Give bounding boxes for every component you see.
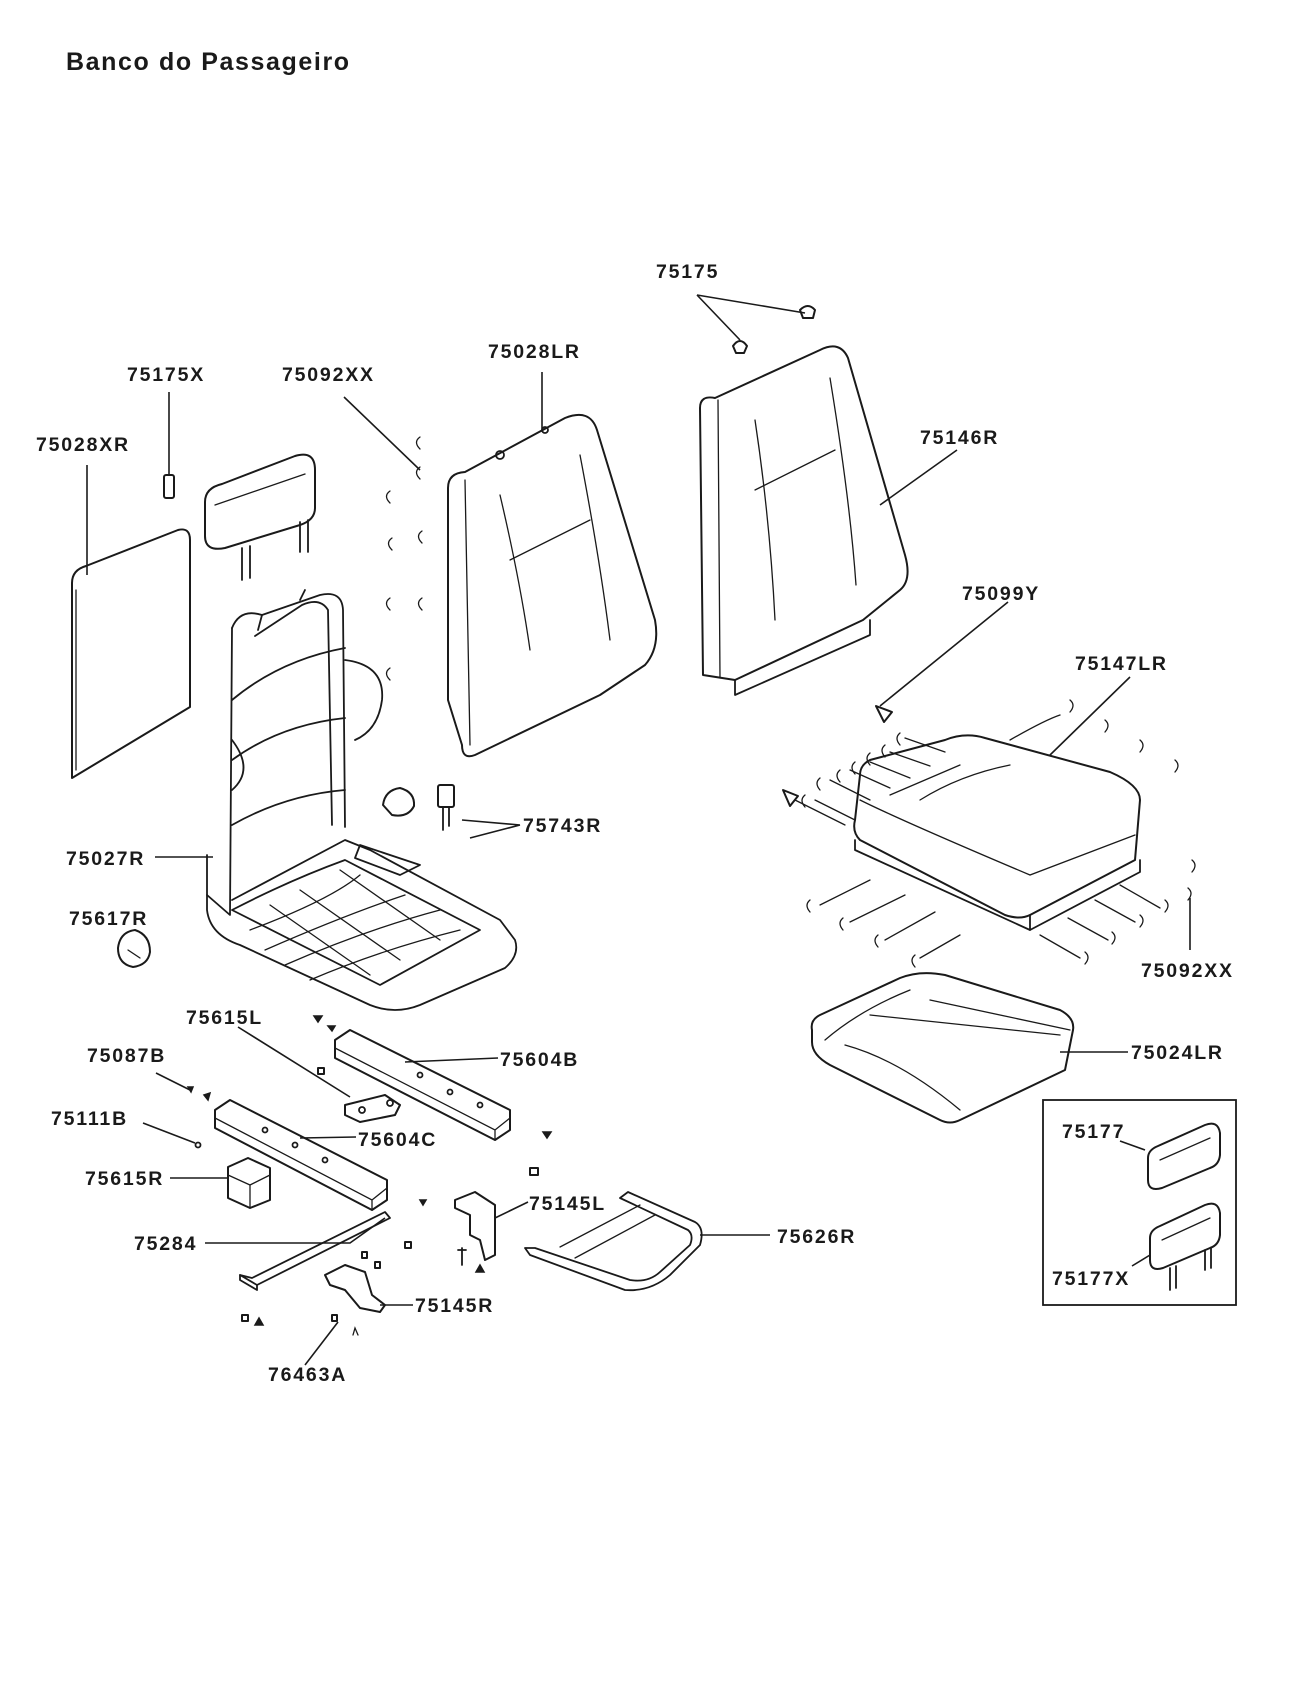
rail-75604C	[214, 1099, 388, 1211]
label-75175X: 75175X	[127, 364, 205, 386]
label-75099Y: 75099Y	[962, 583, 1040, 605]
label-76463A: 76463A	[268, 1364, 347, 1386]
headrest-75177X	[1149, 1202, 1221, 1291]
clips-75743R	[382, 784, 455, 831]
bracket-75145L	[454, 1191, 496, 1261]
bracket-75145R	[324, 1264, 386, 1313]
seat-frame-75027R	[206, 589, 518, 1011]
guides-75175	[732, 305, 816, 354]
seat-cover-75147LR	[853, 714, 1141, 931]
inset-box	[1042, 1099, 1237, 1306]
bracket-75615R	[227, 1157, 271, 1209]
hardware-small	[186, 1015, 553, 1336]
knob-75617R	[117, 929, 151, 968]
label-75743R: 75743R	[523, 815, 602, 837]
label-75147LR: 75147LR	[1075, 653, 1168, 675]
label-75092XX-right: 75092XX	[1141, 960, 1234, 982]
label-75175: 75175	[656, 261, 719, 283]
label-75604C: 75604C	[358, 1129, 437, 1151]
label-75092XX-top: 75092XX	[282, 364, 375, 386]
label-75087B: 75087B	[87, 1045, 166, 1067]
label-75028XR: 75028XR	[36, 434, 130, 456]
label-75615R: 75615R	[85, 1168, 164, 1190]
label-75024LR: 75024LR	[1131, 1042, 1224, 1064]
label-75145L: 75145L	[529, 1193, 606, 1215]
label-75615L: 75615L	[186, 1007, 263, 1029]
bracket-75615L	[344, 1094, 401, 1123]
label-75028LR: 75028LR	[488, 341, 581, 363]
clip-75175X	[163, 474, 175, 499]
page-title: Banco do Passageiro	[66, 48, 351, 76]
part-labels: 75175 75175X 75092XX 75028LR 75028XR 751…	[36, 261, 1234, 1386]
label-75284: 75284	[134, 1233, 197, 1255]
seat-foam-75024LR	[810, 972, 1075, 1124]
label-75145R: 75145R	[415, 1295, 494, 1317]
rail-75604B	[334, 1029, 511, 1141]
label-75177X: 75177X	[1052, 1268, 1130, 1290]
back-cover-75146R	[699, 345, 909, 696]
label-75617R: 75617R	[69, 908, 148, 930]
label-75027R: 75027R	[66, 848, 145, 870]
hog-rings-seat	[801, 699, 1196, 968]
leader-lines	[86, 294, 1191, 1366]
label-75111B: 75111B	[51, 1108, 128, 1130]
label-75626R: 75626R	[777, 1226, 856, 1248]
hog-rings-top	[385, 436, 423, 681]
label-75146R: 75146R	[920, 427, 999, 449]
headrest-75177	[1147, 1122, 1221, 1190]
label-75604B: 75604B	[500, 1049, 579, 1071]
label-75177: 75177	[1062, 1121, 1125, 1143]
back-panel-75028XR	[71, 528, 191, 779]
grommets-75099Y	[782, 705, 893, 826]
headrest	[204, 453, 316, 581]
bar-75284	[239, 1211, 391, 1291]
back-foam-75028LR	[447, 414, 658, 758]
